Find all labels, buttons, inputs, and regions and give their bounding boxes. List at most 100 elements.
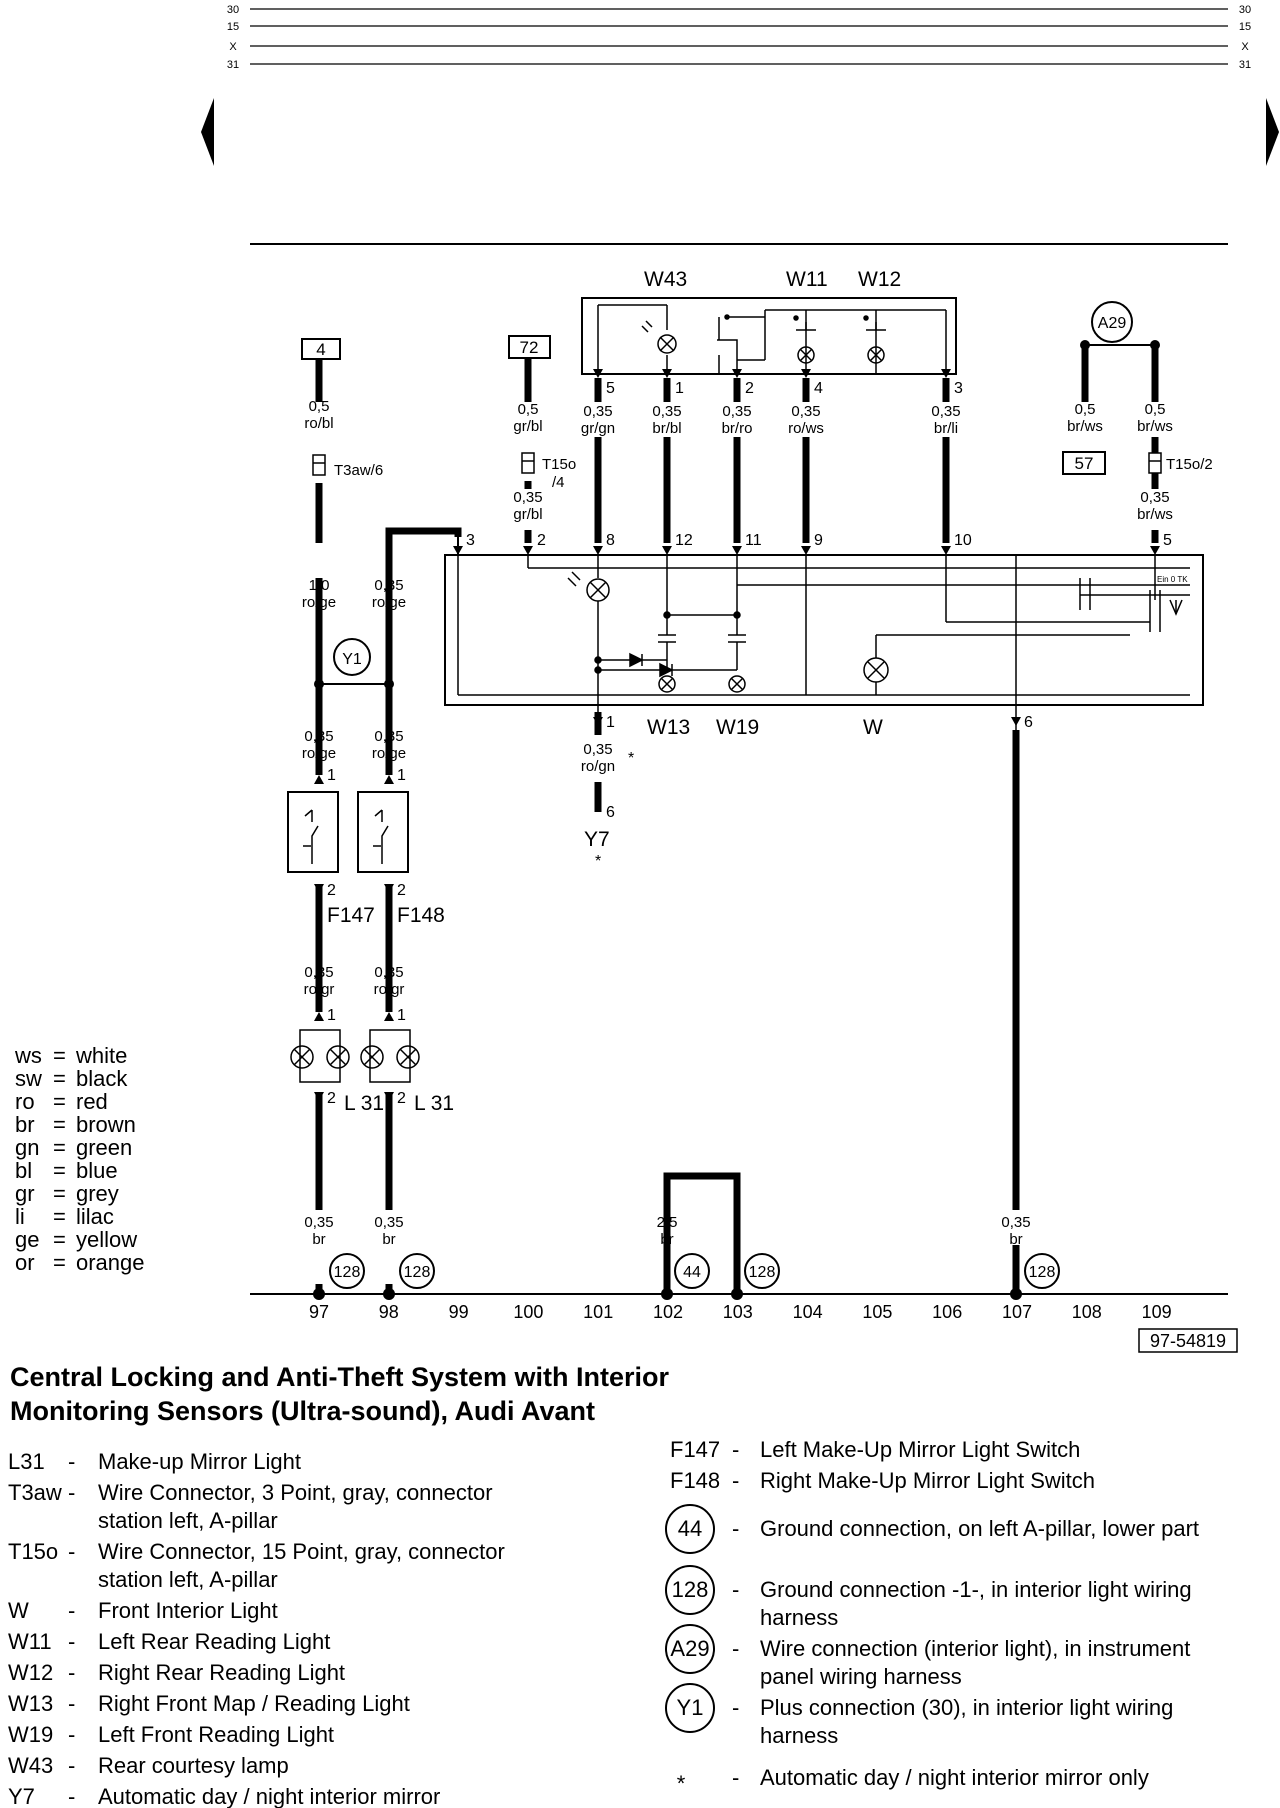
legend-equals: = — [53, 1135, 66, 1160]
svg-text:0,35: 0,35 — [304, 1214, 333, 1231]
circle-a29: A29 — [1091, 301, 1133, 343]
svg-text:44: 44 — [683, 1264, 701, 1281]
makeup-lamps — [290, 1029, 420, 1083]
l31-left-label: L 31 — [344, 1092, 384, 1115]
svg-text:ro/ge: ro/ge — [372, 745, 406, 762]
bus-label-31: 31 — [227, 59, 239, 71]
svg-text:br/ws: br/ws — [1137, 506, 1173, 523]
track-number: 105 — [862, 1302, 892, 1322]
reference-number: 97-54819 — [1138, 1328, 1238, 1353]
w43-label: W43 — [644, 268, 687, 291]
svg-text:2: 2 — [537, 532, 546, 549]
key-description: Left Make-Up Mirror Light Switch — [760, 1437, 1080, 1462]
key-code: W13 — [8, 1691, 53, 1716]
key-dash: - — [68, 1691, 75, 1716]
key-description: harness — [760, 1605, 838, 1630]
previous-page-arrow-icon[interactable] — [201, 98, 214, 166]
circle-y1: Y1 — [333, 638, 371, 676]
svg-text:57: 57 — [1075, 454, 1094, 473]
bus-label-x: X — [229, 41, 237, 53]
legend-name: green — [76, 1135, 132, 1160]
track-number: 99 — [449, 1302, 469, 1322]
key-dash: - — [68, 1660, 75, 1685]
key-description: Right Front Map / Reading Light — [98, 1691, 410, 1716]
front-light-unit — [444, 554, 1204, 730]
legend-code: ge — [15, 1227, 39, 1252]
svg-text:0,5: 0,5 — [1075, 401, 1096, 418]
svg-text:3: 3 — [466, 532, 475, 549]
key-description: Plus connection (30), in interior light … — [760, 1695, 1173, 1720]
svg-text:6: 6 — [606, 804, 615, 821]
key-dash: - — [732, 1468, 739, 1493]
legend-equals: = — [53, 1066, 66, 1091]
key-circle — [665, 1565, 715, 1615]
key-description: Ground connection, on left A-pillar, low… — [760, 1516, 1199, 1541]
key-dash: - — [68, 1722, 75, 1747]
bus-label-30: 30 — [227, 4, 239, 16]
svg-text:2: 2 — [327, 882, 336, 899]
key-code: W — [8, 1598, 29, 1623]
key-description: Right Make-Up Mirror Light Switch — [760, 1468, 1095, 1493]
legend-name: orange — [76, 1250, 145, 1275]
svg-text:0,35: 0,35 — [374, 1214, 403, 1231]
svg-text:gr/gn: gr/gn — [581, 420, 615, 437]
svg-text:9: 9 — [814, 532, 823, 549]
legend-equals: = — [53, 1227, 66, 1252]
svg-text:ro/ge: ro/ge — [372, 594, 406, 611]
key-description: Make-up Mirror Light — [98, 1449, 301, 1474]
legend-equals: = — [53, 1250, 66, 1275]
svg-text:1: 1 — [606, 714, 615, 731]
key-dash: - — [68, 1784, 75, 1808]
svg-text:gr/bl: gr/bl — [513, 418, 542, 435]
key-code: L31 — [8, 1449, 45, 1474]
component-labels: F147 F148 L 31 L 31 W43 W11 W12 W13 W19 … — [327, 268, 901, 1115]
wire-box-57: 57 — [1062, 451, 1106, 475]
track-number: 97 — [309, 1302, 329, 1322]
svg-text:4: 4 — [814, 380, 823, 397]
key-code: F147 — [670, 1437, 720, 1462]
key-code: Y1 — [677, 1695, 704, 1720]
ground-128-track-97: 128 — [329, 1253, 365, 1289]
track-number: 108 — [1072, 1302, 1102, 1322]
key-code: A29 — [670, 1636, 709, 1661]
svg-text:0,35: 0,35 — [304, 964, 333, 981]
svg-text:72: 72 — [520, 338, 539, 357]
key-dash: - — [68, 1753, 75, 1778]
key-dash: - — [732, 1437, 739, 1462]
key-circle — [665, 1504, 715, 1554]
key-description: station left, A-pillar — [98, 1508, 278, 1533]
svg-text:br: br — [312, 1231, 325, 1248]
svg-text:ro/gr: ro/gr — [304, 981, 335, 998]
svg-text:0,35: 0,35 — [1001, 1214, 1030, 1231]
svg-text:6: 6 — [1024, 714, 1033, 731]
key-code: 128 — [672, 1577, 709, 1602]
key-description: Left Front Reading Light — [98, 1722, 334, 1747]
svg-text:ro/ge: ro/ge — [302, 594, 336, 611]
f147-label: F147 — [327, 904, 375, 927]
svg-text:0,35: 0,35 — [374, 728, 403, 745]
key-description: Wire connection (interior light), in ins… — [760, 1636, 1190, 1661]
svg-text:ro/gn: ro/gn — [581, 758, 615, 775]
legend-name: black — [76, 1066, 128, 1091]
connector-t15o-4-pin: /4 — [552, 474, 565, 491]
next-page-arrow-icon[interactable] — [1266, 98, 1279, 166]
svg-text:11: 11 — [745, 532, 762, 549]
svg-text:128: 128 — [334, 1264, 361, 1281]
connector-symbols — [312, 452, 1162, 476]
legend-equals: = — [53, 1043, 66, 1068]
svg-text:128: 128 — [749, 1264, 776, 1281]
svg-text:8: 8 — [606, 532, 615, 549]
w12-label: W12 — [858, 268, 901, 291]
legend-name: yellow — [76, 1227, 137, 1252]
ground-44-track-102: 44 — [674, 1253, 710, 1289]
svg-text:128: 128 — [1029, 1264, 1056, 1281]
svg-text:128: 128 — [404, 1264, 431, 1281]
key-description: Automatic day / night interior mirror — [98, 1784, 440, 1808]
svg-text:br/bl: br/bl — [652, 420, 681, 437]
svg-text:0,5: 0,5 — [518, 401, 539, 418]
wire-box-72: 72 — [508, 335, 551, 359]
asterisk-y7: * — [595, 853, 601, 870]
legend-name: red — [76, 1089, 108, 1114]
